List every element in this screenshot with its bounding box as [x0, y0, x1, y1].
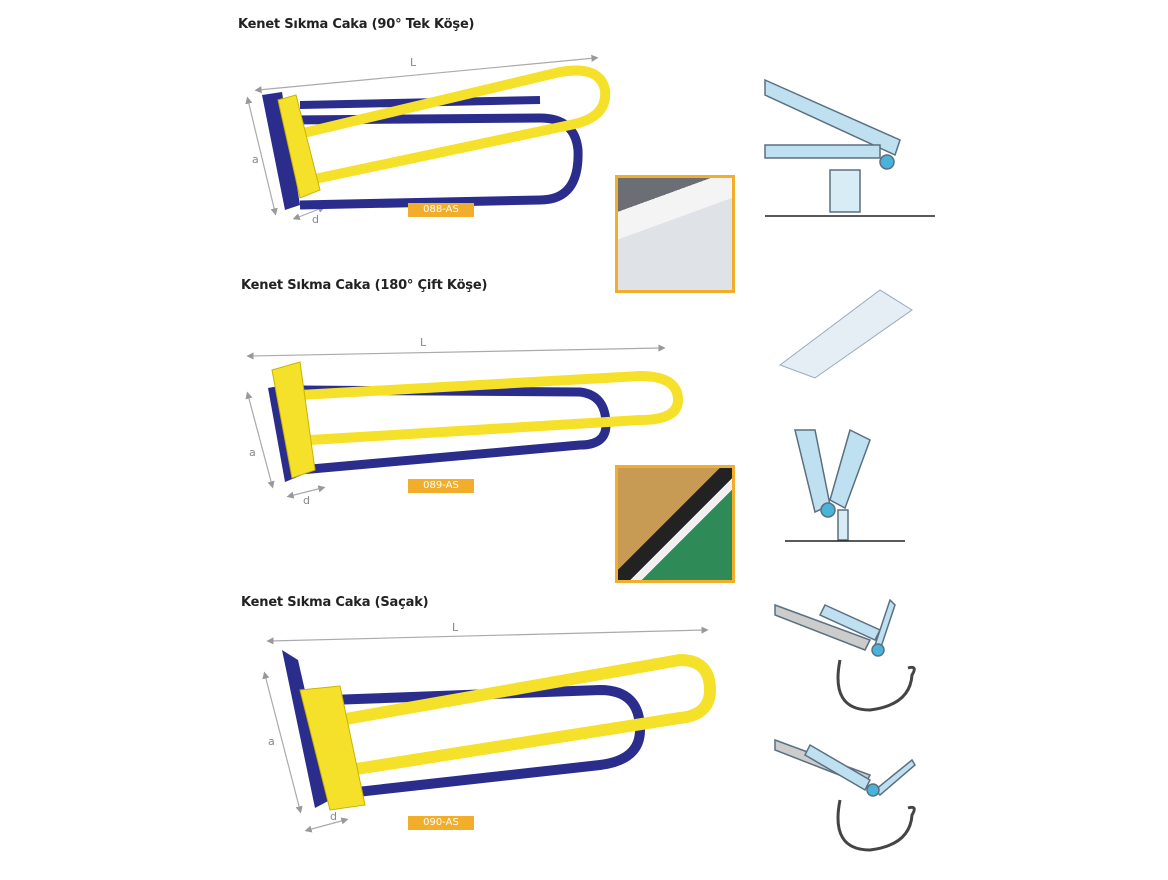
roof-eave-photo [615, 175, 735, 293]
gutter-diagram-1 [774, 598, 916, 712]
product-title: Kenet Sıkma Caka (180° Çift Köşe) [241, 278, 488, 293]
dim-depth-label: d [303, 494, 310, 507]
dim-depth-label: d [312, 213, 319, 226]
tool-090-image [262, 626, 717, 833]
dim-length-label: L [420, 336, 427, 349]
dim-length-label: L [410, 56, 417, 69]
dim-height-label: a [249, 446, 256, 459]
dim-height-label: a [252, 153, 259, 166]
product-code-badge: 088-AS [408, 203, 474, 217]
gutter-diagram-2 [774, 738, 916, 852]
product-title: Kenet Sıkma Caka (90° Tek Köşe) [238, 17, 475, 32]
product-code-badge: 090-AS [408, 816, 474, 830]
dim-length-label: L [452, 621, 459, 634]
seam-diagram-90 [764, 78, 935, 217]
seam-profile-illustration [778, 289, 913, 379]
dim-height-label: a [268, 735, 275, 748]
dim-depth-label: d [330, 810, 337, 823]
tool-088-image [245, 54, 611, 221]
product-code-badge: 089-AS [408, 479, 474, 493]
roof-panel-photo [615, 465, 735, 583]
seam-diagram-180 [785, 428, 905, 542]
tool-089-image [245, 344, 684, 499]
product-title: Kenet Sıkma Caka (Saçak) [241, 595, 429, 610]
